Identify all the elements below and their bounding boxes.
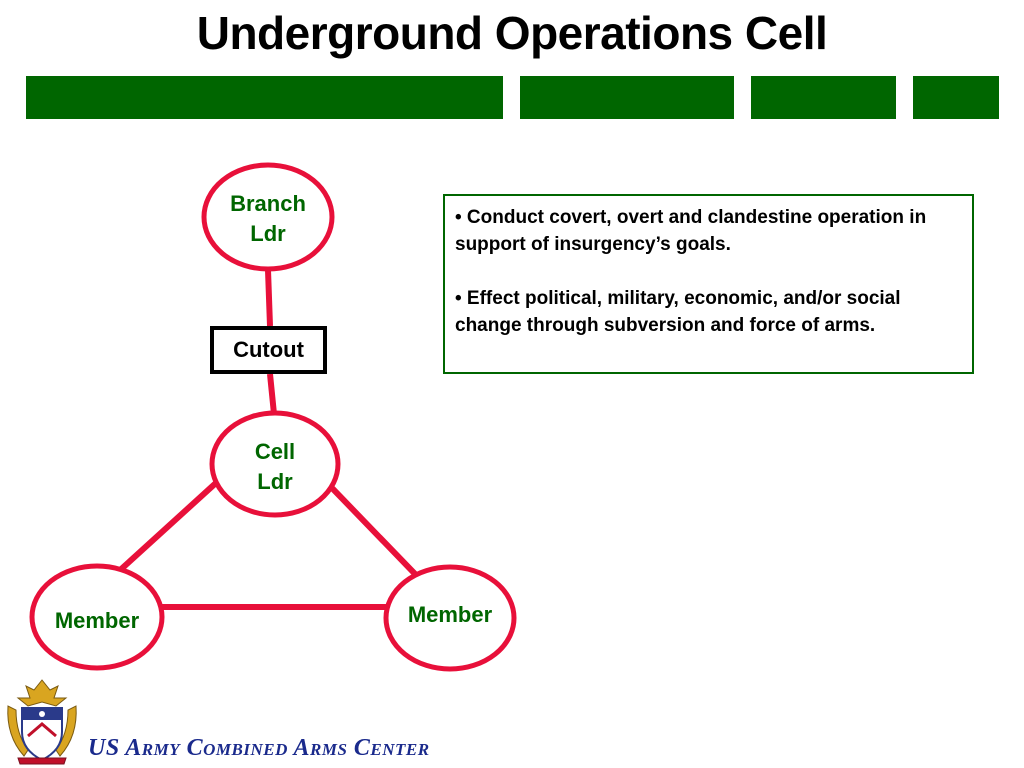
cell-leader-label-line1: Cell	[254, 439, 296, 464]
header-bar-segment-3	[751, 76, 896, 119]
cutout-node: Cutout	[210, 326, 327, 374]
branch-leader-label-line1: Branch	[230, 191, 306, 216]
member-left-node	[29, 563, 165, 671]
cell-leader-label: Cell Ldr	[215, 437, 335, 497]
cell-to-left-member-link	[115, 479, 220, 575]
header-bar-segment-2	[520, 76, 734, 119]
bullet-political-change: • Effect political, military, economic, …	[455, 288, 901, 336]
slide-title: Underground Operations Cell	[196, 7, 828, 59]
army-crest-icon	[7, 679, 77, 765]
branch-leader-label-line2: Ldr	[250, 221, 286, 246]
cell-leader-node	[209, 410, 341, 518]
cutout-to-cell-link	[267, 373, 277, 415]
header-bar-segment-4	[913, 76, 999, 119]
branch-to-cutout-link	[265, 269, 273, 327]
description-box: • Conduct covert, overt and clandestine …	[443, 194, 974, 374]
cell-leader-label-line2: Ldr	[257, 469, 293, 494]
bullet-covert-operations: • Conduct covert, overt and clandestine …	[455, 207, 927, 255]
branch-leader-node	[201, 162, 335, 272]
cell-to-right-member-link	[329, 485, 420, 579]
footer-organization: US Army Combined Arms Center	[88, 735, 430, 761]
member-right-label: Member	[407, 602, 493, 627]
member-right-node	[383, 564, 517, 672]
branch-leader-label: Branch Ldr	[208, 189, 328, 249]
member-left-label: Member	[54, 608, 140, 633]
cutout-label: Cutout	[233, 337, 304, 362]
header-bar-segment-1	[26, 76, 503, 119]
